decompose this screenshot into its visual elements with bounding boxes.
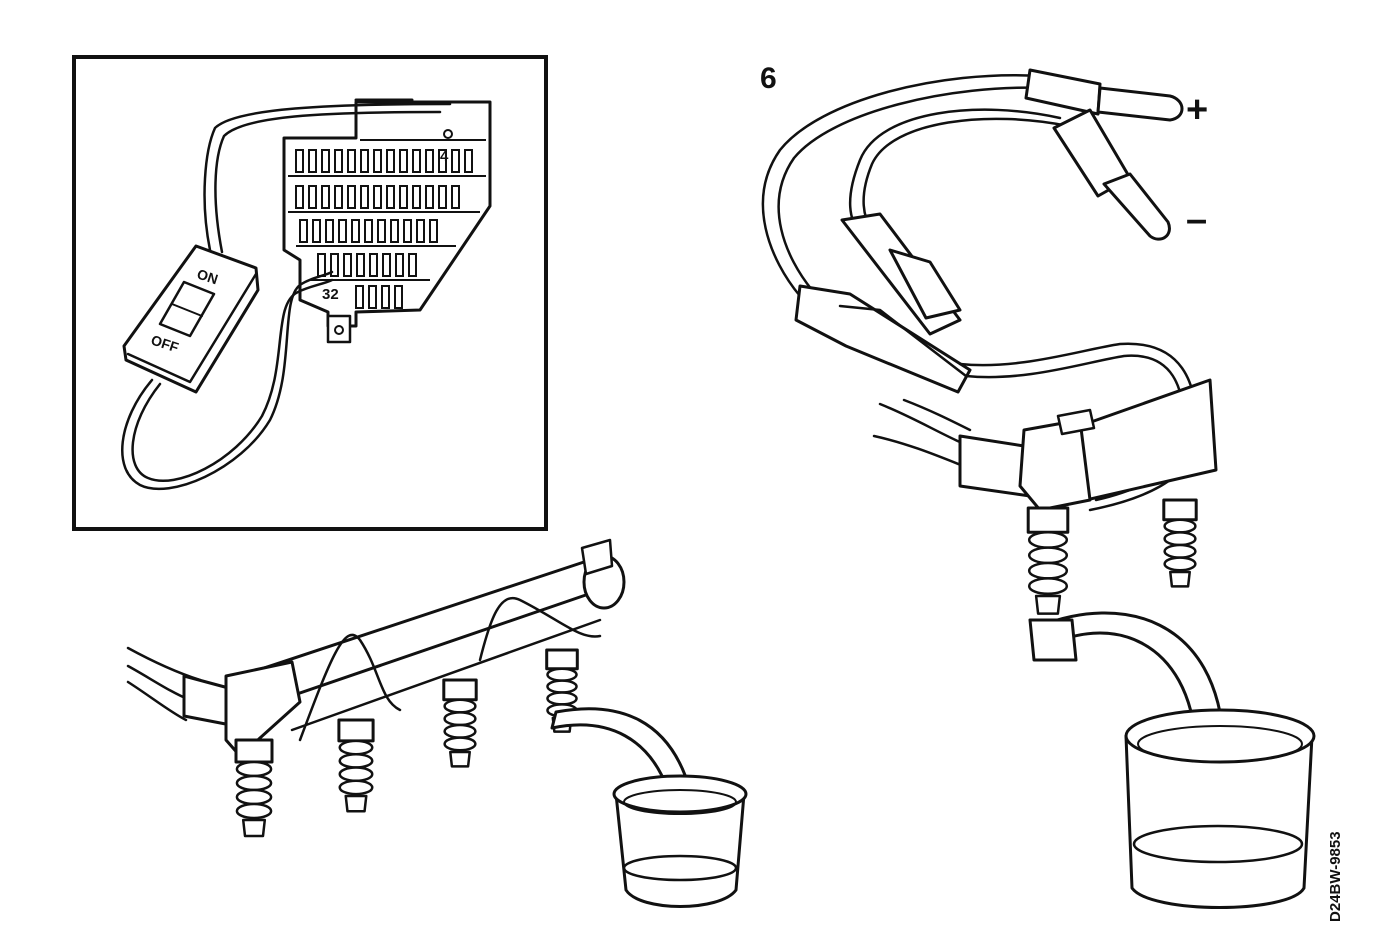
fuse-32-label: 32 — [322, 286, 339, 303]
fuse — [308, 185, 317, 209]
fuse-slot-marker — [443, 129, 453, 139]
fuse — [369, 253, 378, 277]
fuse — [377, 219, 386, 243]
fuse — [325, 219, 334, 243]
fuse — [321, 149, 330, 173]
left-beaker-fluid-level — [622, 854, 738, 882]
fuse — [312, 219, 321, 243]
fuse — [381, 285, 390, 309]
fuse — [382, 253, 391, 277]
fuse — [425, 149, 434, 173]
positive-terminal-label: + — [1186, 89, 1208, 131]
fuse-box: 4 32 — [282, 98, 492, 344]
fuse — [399, 185, 408, 209]
fuse-4-label: 4 — [440, 148, 449, 165]
fuse — [386, 185, 395, 209]
on-off-switch: ON OFF — [122, 244, 260, 394]
fuse — [429, 219, 438, 243]
fuse — [425, 185, 434, 209]
fuse — [360, 149, 369, 173]
fuse — [464, 149, 473, 173]
fuse — [334, 149, 343, 173]
mounting-hole — [334, 325, 344, 335]
left-fuel-rail-assembly — [126, 538, 748, 908]
fuse — [356, 253, 365, 277]
fuse — [390, 219, 399, 243]
fuse — [386, 149, 395, 173]
right-beaker — [1124, 708, 1316, 909]
fuse — [368, 285, 377, 309]
fuse — [308, 149, 317, 173]
fuse — [399, 149, 408, 173]
fuse — [347, 185, 356, 209]
alligator-clips — [794, 212, 972, 394]
fuse-rows — [295, 149, 473, 309]
fuse — [373, 149, 382, 173]
fuse — [330, 253, 339, 277]
switch-wires — [121, 102, 452, 491]
fuse — [438, 149, 447, 173]
inset-panel: 4 32 ON OFF — [72, 55, 548, 531]
fuse — [394, 285, 403, 309]
right-injectors — [1026, 498, 1198, 615]
fuel-injector — [442, 678, 478, 768]
reference-code: D24BW-9853 — [1327, 831, 1344, 922]
right-rail-block — [1018, 418, 1092, 512]
fuse — [347, 149, 356, 173]
fuse — [408, 253, 417, 277]
fuse — [317, 253, 326, 277]
fuse — [451, 185, 460, 209]
fuse — [321, 185, 330, 209]
fuse — [395, 253, 404, 277]
fuse — [416, 219, 425, 243]
fuse — [295, 149, 304, 173]
step-number: 6 — [760, 62, 777, 95]
fuse — [295, 185, 304, 209]
negative-terminal-label: – — [1186, 199, 1207, 241]
left-rail-block — [224, 660, 302, 758]
right-beaker-fluid-level — [1132, 824, 1304, 864]
test-lead-positive: + — [1024, 68, 1208, 131]
switch-on-label: ON — [195, 266, 220, 288]
fuse — [338, 219, 347, 243]
fuel-injector — [1162, 498, 1198, 588]
fuse — [373, 185, 382, 209]
right-assembly: 6 + – — [760, 62, 1316, 909]
fuse — [343, 253, 352, 277]
fuse — [412, 149, 421, 173]
fuse — [334, 185, 343, 209]
fuse — [403, 219, 412, 243]
left-beaker — [612, 774, 748, 908]
fuel-injector — [337, 718, 375, 813]
fuel-injector — [1026, 506, 1070, 615]
fuse — [438, 185, 447, 209]
fuse — [355, 285, 364, 309]
fuse — [351, 219, 360, 243]
fuel-injector — [234, 738, 274, 838]
mounting-tab — [326, 314, 352, 344]
fuse — [299, 219, 308, 243]
fuse — [360, 185, 369, 209]
fuse — [364, 219, 373, 243]
fuse — [451, 149, 460, 173]
fuse — [412, 185, 421, 209]
test-lead-negative: – — [1052, 108, 1207, 241]
